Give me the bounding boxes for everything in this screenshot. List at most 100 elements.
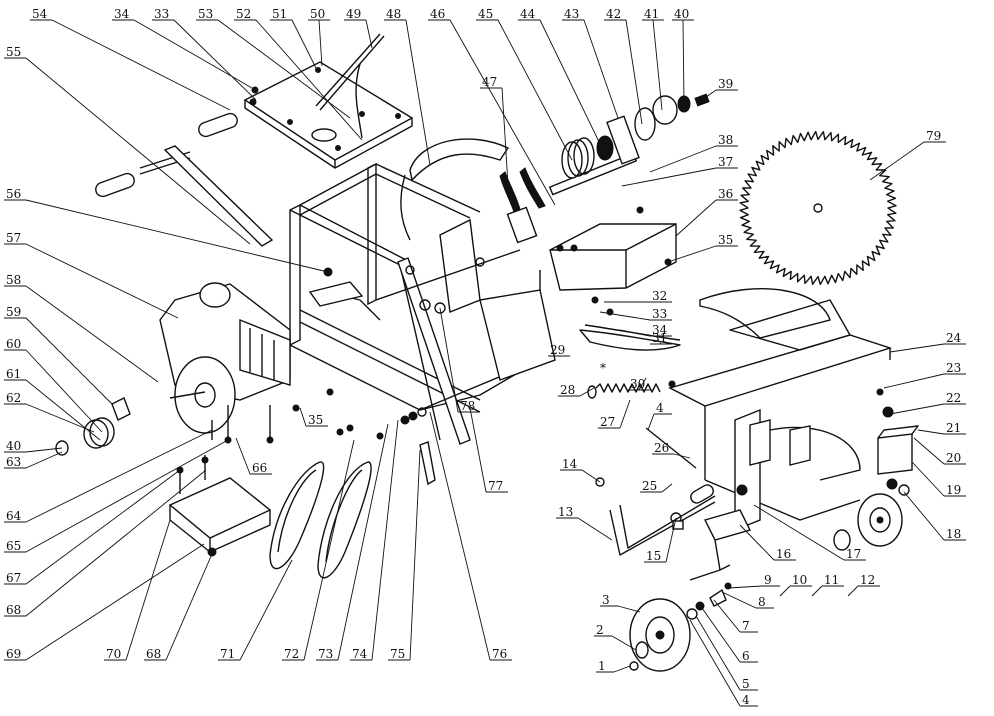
callout-label-66: 66 (252, 461, 267, 475)
callout-leader (665, 517, 677, 563)
callout-leader (539, 19, 603, 149)
callout-label-57: 57 (6, 231, 21, 245)
callout-label-7: 7 (742, 619, 750, 633)
callout-label-35: 35 (308, 413, 323, 427)
callout-label-33: 33 (652, 307, 667, 321)
callout-leader (25, 285, 159, 383)
handle-bar (609, 484, 716, 556)
callout-label-34: 34 (114, 7, 130, 21)
callout-label-38: 38 (718, 133, 733, 147)
callout-leader (889, 343, 945, 353)
callout-label-68: 68 (146, 647, 161, 661)
callout-label-46: 46 (430, 7, 445, 21)
motor-pulley (55, 397, 131, 456)
callout-label-34: 34 (652, 323, 668, 337)
callout-leader (165, 553, 213, 661)
callout-leader (25, 57, 251, 245)
callout-label-45: 45 (478, 7, 493, 21)
wheel-right (857, 493, 903, 547)
callout-leader (299, 407, 307, 427)
callout-label-25: 25 (642, 479, 657, 493)
motor (159, 282, 291, 434)
callout-label-48: 48 (386, 7, 401, 21)
callout-leader (889, 403, 945, 415)
callout-label-67: 67 (6, 571, 21, 585)
callout-leader (25, 439, 229, 553)
tension-bar (419, 441, 436, 486)
callout-label-44: 44 (520, 7, 536, 21)
callout-label-36: 36 (718, 187, 733, 201)
callout-leader (469, 407, 487, 493)
wheel-small (833, 529, 851, 551)
callout-leader (25, 469, 181, 585)
callout-label-22: 22 (946, 391, 961, 405)
callout-label-19: 19 (946, 483, 961, 497)
callout-leader (883, 373, 945, 389)
callout-leader (337, 423, 389, 661)
callout-leader (625, 19, 643, 125)
callout-leader (235, 437, 251, 475)
callout-leader (695, 615, 741, 691)
callout-leader (25, 469, 207, 617)
callout-label-8: 8 (758, 595, 766, 609)
callout-leader (318, 19, 323, 67)
callout-label-9: 9 (764, 573, 772, 587)
callout-leader (25, 543, 205, 661)
drive-belts (269, 461, 372, 579)
callout-leader (647, 413, 655, 431)
callout-leader (239, 559, 293, 661)
callout-label-53: 53 (198, 7, 213, 21)
callout-leader (449, 19, 556, 206)
callout-leader (689, 619, 741, 707)
callout-label-4: 4 (742, 693, 750, 707)
callout-label-23: 23 (946, 361, 961, 375)
callout-label-74: 74 (352, 647, 368, 661)
callout-label-50: 50 (310, 7, 325, 21)
callout-label-75: 75 (390, 647, 405, 661)
callout-label-79: 79 (926, 129, 941, 143)
callout-label-60: 60 (6, 337, 21, 351)
belt-guard-cover (549, 223, 677, 291)
upper-blade-guard (400, 138, 510, 241)
callout-leader (779, 585, 791, 597)
callout-label-31: 31 (652, 331, 667, 345)
callout-leader (25, 429, 213, 523)
callout-label-58: 58 (6, 273, 21, 287)
callout-leader (619, 399, 631, 429)
callout-label-63: 63 (6, 455, 21, 469)
callout-label-16: 16 (776, 547, 791, 561)
callout-label-73: 73 (318, 647, 333, 661)
push-stick-handles (95, 112, 274, 247)
callout-label-40: 40 (674, 7, 689, 21)
callout-label-26: 26 (654, 441, 669, 455)
callout-leader (701, 607, 741, 663)
callout-leader (638, 377, 647, 391)
callout-label-65: 65 (6, 539, 21, 553)
callout-leader (667, 245, 717, 263)
callout-leader (701, 89, 717, 101)
callout-leader (25, 317, 113, 405)
callout-label-20: 20 (946, 451, 961, 465)
tension-spring (587, 383, 661, 399)
callout-label-24: 24 (946, 331, 962, 345)
callout-label-27: 27 (600, 415, 615, 429)
callout-label-14: 14 (562, 457, 578, 471)
callout-leader (673, 453, 691, 459)
callout-label-49: 49 (346, 7, 361, 21)
callout-leader (917, 429, 945, 435)
callout-label-71: 71 (220, 647, 235, 661)
callout-label-3: 3 (602, 593, 610, 607)
callout-label-32: 32 (652, 289, 667, 303)
callout-label-40: 40 (6, 439, 21, 453)
callout-leader (365, 19, 373, 49)
main-frame (289, 162, 556, 445)
callout-leader (911, 461, 945, 497)
callout-label-77: 77 (488, 479, 503, 493)
callout-leader (25, 451, 63, 469)
tension-rod (645, 427, 697, 469)
callout-leader (303, 439, 355, 661)
callout-label-37: 37 (718, 155, 733, 169)
callout-label-18: 18 (946, 527, 961, 541)
callout-label-17: 17 (846, 547, 861, 561)
